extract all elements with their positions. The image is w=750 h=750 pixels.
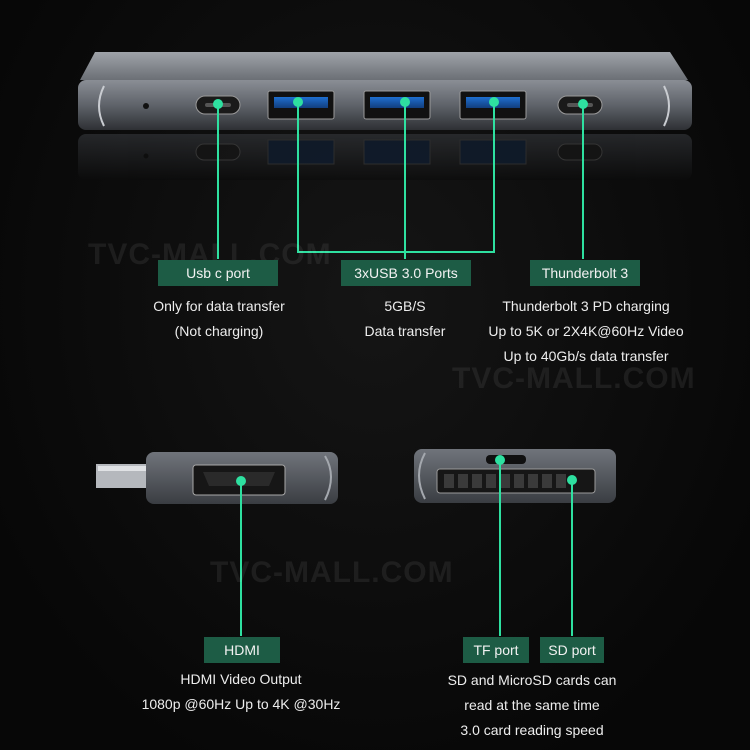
sd-desc-line: SD and MicroSD cards can [447,672,617,688]
watermark: TVC-MALL.COM [452,362,696,395]
thunderbolt-label: Thunderbolt 3 [530,260,640,286]
usb3-ports-description: 5GB/S Data transfer [330,294,480,344]
hdmi-desc-line: HDMI Video Output [180,671,302,687]
hub-reflection [78,134,692,180]
card-reader-side-view [414,449,616,503]
hub-front [78,52,692,130]
usb-c-port-label: Usb c port [158,260,278,286]
card-reader-description: SD and MicroSD cards can read at the sam… [432,668,632,743]
thunderbolt-desc-line: Up to 5K or 2X4K@60Hz Video [488,323,684,339]
hdmi-label: HDMI [204,637,280,663]
usb3-ports-label: 3xUSB 3.0 Ports [341,260,471,286]
tf-port-label: TF port [463,637,529,663]
thunderbolt-desc-line: Up to 40Gb/s data transfer [503,348,669,364]
thunderbolt-desc-line: Thunderbolt 3 PD charging [502,298,670,314]
hdmi-description: HDMI Video Output 1080p @60Hz Up to 4K @… [130,667,352,717]
callout-dots [213,97,588,486]
sd-desc-line: 3.0 card reading speed [460,722,604,738]
leader-lines [217,102,584,636]
watermark: TVC-MALL.COM [210,556,454,589]
usb-c-desc-line: Only for data transfer [153,298,285,314]
hdmi-side-view [96,452,338,504]
indicator-light [143,103,149,109]
usb3-desc-line: 5GB/S [384,298,426,314]
hdmi-desc-line: 1080p @60Hz Up to 4K @30Hz [141,696,341,712]
tf-slot [486,455,526,464]
usb3-desc-line: Data transfer [364,323,446,339]
sd-port-label: SD port [540,637,604,663]
thunderbolt-description: Thunderbolt 3 PD charging Up to 5K or 2X… [476,294,696,369]
sd-desc-line: read at the same time [464,697,600,713]
usb-c-port-description: Only for data transfer (Not charging) [124,294,314,344]
usb-c-desc-line: (Not charging) [174,323,264,339]
